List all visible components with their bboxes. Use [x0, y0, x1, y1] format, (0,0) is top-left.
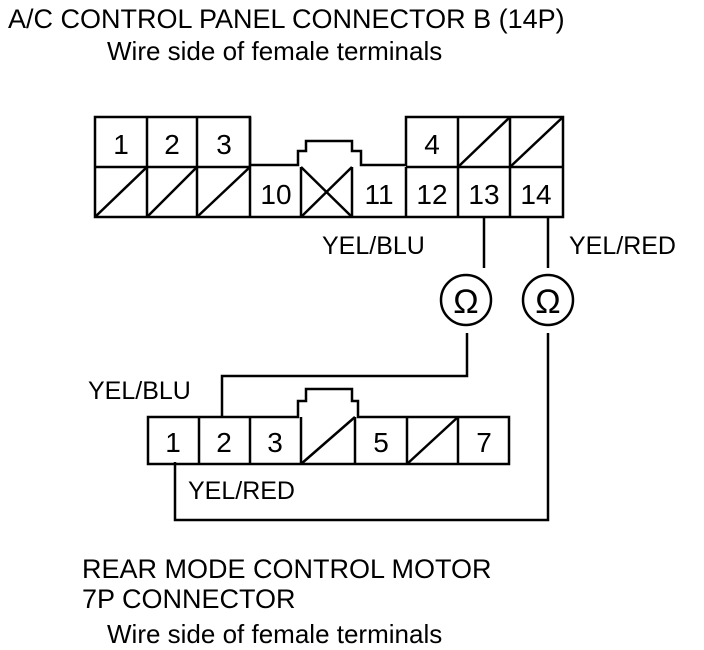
bottom-pin-5: 5 — [373, 427, 389, 458]
empty-cavity-upper-b — [509, 116, 564, 168]
top-connector-body — [93, 115, 565, 219]
top-pin-1: 1 — [113, 129, 129, 160]
top-connector-title: A/C CONTROL PANEL CONNECTOR B (14P) — [8, 4, 565, 34]
bottom-connector-title-line1: REAR MODE CONTROL MOTOR — [82, 554, 492, 584]
ohm-symbol-2: Ω — [535, 283, 560, 321]
bottom-pin-2: 2 — [216, 427, 232, 458]
top-pin-11: 11 — [364, 179, 393, 210]
wire-label-bottom-1: YEL/RED — [188, 477, 295, 505]
wire-label-top-14: YEL/RED — [569, 232, 676, 260]
top-connector-subtitle: Wire side of female terminals — [107, 36, 443, 66]
bottom-connector-body — [146, 387, 511, 466]
top-pin-13: 13 — [468, 179, 499, 210]
wire-label-bottom-2: YEL/BLU — [88, 377, 191, 405]
ohmmeter-1 — [439, 273, 493, 327]
wire-label-top-13: YEL/BLU — [322, 232, 425, 260]
top-pin-10: 10 — [260, 179, 291, 210]
top-pin-14: 14 — [520, 179, 551, 210]
bottom-pin-3: 3 — [267, 427, 283, 458]
top-pin-4: 4 — [424, 129, 440, 160]
empty-cavity-7 — [196, 166, 251, 218]
bottom-connector-title-line2: 7P CONNECTOR — [82, 584, 296, 614]
bottom-connector-subtitle: Wire side of female terminals — [107, 619, 443, 649]
top-pin-12: 12 — [416, 179, 447, 210]
ohm-symbol-1: Ω — [453, 283, 478, 321]
empty-cavity-6-bottom — [406, 416, 459, 465]
empty-cavity-4 — [300, 416, 356, 465]
empty-cavity-upper-a — [457, 116, 511, 168]
empty-cavity-5 — [94, 166, 148, 218]
top-pin-3: 3 — [216, 129, 232, 160]
bottom-pin-7: 7 — [476, 427, 492, 458]
empty-cavity-6 — [146, 166, 198, 218]
top-pin-2: 2 — [164, 129, 180, 160]
bottom-pin-1: 1 — [165, 427, 181, 458]
ohmmeter-2 — [521, 273, 575, 327]
